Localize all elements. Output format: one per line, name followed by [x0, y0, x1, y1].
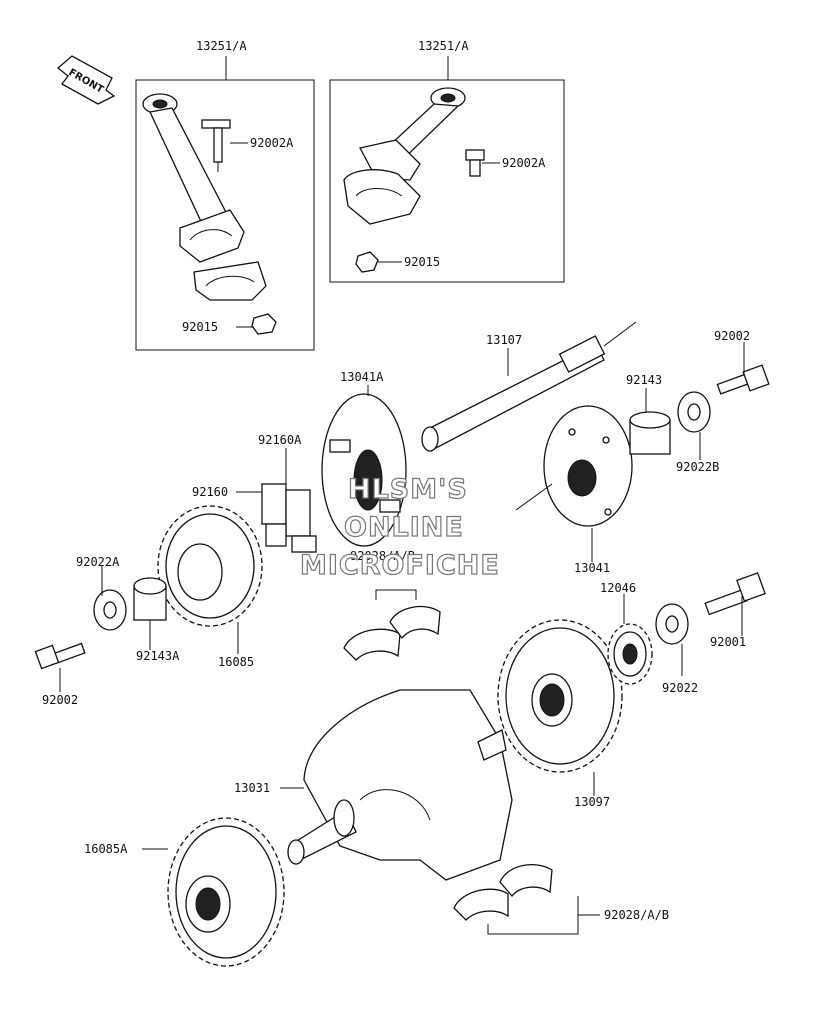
watermark-line3: MICROFICHE: [300, 550, 500, 581]
rod-cap-left: [193, 261, 267, 301]
rod-bolt-right: [465, 149, 485, 177]
connecting-rod-left: [142, 93, 245, 263]
crankshaft: [287, 689, 513, 881]
collar-left: [133, 577, 167, 621]
gear-12046: [607, 623, 653, 685]
label-gear-13097: 13097: [574, 795, 610, 809]
label-collar-left: 92143A: [136, 649, 180, 663]
connecting-rod-right: [343, 87, 466, 225]
label-bearing-bottom: 92028/A/B: [604, 908, 669, 922]
damper-hub: [515, 405, 633, 527]
label-nut-right: 92015: [404, 255, 440, 269]
label-collar-right: 92143: [626, 373, 662, 387]
label-rod-right: 13251/A: [418, 39, 469, 53]
watermark-line1: HLSM'S: [348, 474, 468, 505]
gear-13097: [497, 619, 623, 773]
label-bolt-92001: 92001: [710, 635, 746, 649]
bearing-shells-bottom: [453, 864, 579, 935]
label-damper-hub: 13041: [574, 561, 610, 575]
label-rod-left: 13251/A: [196, 39, 247, 53]
bolt-bottom-left: [34, 642, 86, 670]
bearing-shells-mid: [343, 589, 441, 661]
label-bolt-right: 92002A: [502, 156, 546, 170]
rod-assembly-box-right: [329, 79, 565, 283]
label-bolt-bottom-left: 92002: [42, 693, 78, 707]
label-bearing-mid: 92028/A/B: [350, 549, 415, 563]
label-shaft: 13107: [486, 333, 522, 347]
washer-92022: [655, 603, 689, 645]
gear-16085a: [167, 817, 285, 967]
label-damper-cushion-a: 92160A: [258, 433, 302, 447]
label-damper-hub-a: 13041A: [340, 370, 384, 384]
label-washer-92022a: 92022A: [76, 555, 120, 569]
label-bolt-top-right: 92002: [714, 329, 750, 343]
watermark: HLSM'S ONLINE MICROFICHE: [299, 473, 500, 581]
rod-nut-left: [251, 313, 277, 335]
bolt-92001: [704, 572, 766, 616]
front-arrow-icon: FRONT: [56, 55, 116, 105]
label-nut-left: 92015: [182, 320, 218, 334]
washer-left: [93, 589, 127, 631]
leader-lines: [59, 56, 745, 916]
label-washer-right: 92022B: [676, 460, 719, 474]
watermark-line2: ONLINE: [344, 512, 464, 543]
label-damper-cushion: 92160: [192, 485, 228, 499]
rod-assembly-box-left: [135, 79, 315, 351]
damper-cushion: [261, 483, 317, 553]
label-washer-92022: 92022: [662, 681, 698, 695]
label-crankshaft: 13031: [234, 781, 270, 795]
label-bolt-left: 92002A: [250, 136, 294, 150]
rod-nut-right: [355, 251, 379, 273]
label-gear-12046: 12046: [600, 581, 636, 595]
washer-right: [677, 391, 711, 433]
collar-right: [629, 411, 671, 455]
damper-shaft: [421, 321, 637, 452]
rod-bolt-left: [201, 119, 231, 172]
label-gear-16085: 16085: [218, 655, 254, 669]
damper-hub-a: [321, 393, 407, 547]
gear-16085: [157, 505, 263, 627]
label-gear-16085a: 16085A: [84, 842, 128, 856]
bolt-top-right: [716, 364, 770, 395]
